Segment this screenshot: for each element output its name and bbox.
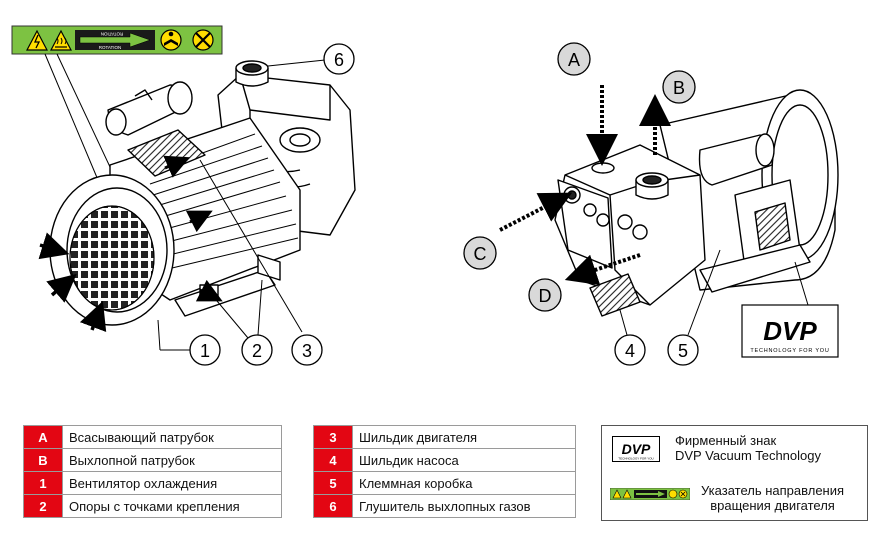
svg-text:B: B [673, 78, 685, 98]
legend-key: B [23, 448, 63, 472]
pump-diagram: ROTATION ROTATION [11, 25, 839, 366]
legend-table-left: A Всасывающий патрубок B Выхлопной патру… [23, 425, 282, 518]
svg-text:C: C [474, 244, 487, 264]
no-tools-icon [192, 29, 214, 51]
svg-text:6: 6 [334, 50, 344, 70]
dvp-mini-logo-tagline: TECHNOLOGY FOR YOU [618, 457, 653, 461]
legend-text: Шильдик двигателя [352, 425, 576, 449]
legend-text: Клеммная коробка [352, 471, 576, 495]
brand-caption-line2: DVP Vacuum Technology [675, 448, 821, 463]
callout-circles: 1 2 3 4 5 6 A B C D [189, 42, 699, 366]
legend-row: 6 Глушитель выхлопных газов [313, 494, 576, 518]
legend-key: 4 [313, 448, 353, 472]
legend-key: 2 [23, 494, 63, 518]
dvp-logo-mark: DVP [763, 316, 817, 346]
pump-left-view [49, 60, 356, 326]
fan-airflow-arrows [38, 232, 107, 333]
dvp-logo: DVP TECHNOLOGY FOR YOU [741, 304, 839, 358]
dvp-mini-logo-mark: DVP [622, 441, 651, 457]
callout-A: A [557, 42, 591, 76]
legend-key: 5 [313, 471, 353, 495]
legend-text: Глушитель выхлопных газов [352, 494, 576, 518]
callout-1: 1 [189, 334, 221, 366]
dvp-mini-logo: DVP TECHNOLOGY FOR YOU [612, 436, 660, 462]
rotation-caption: Указатель направления вращения двигателя [701, 483, 844, 513]
legend-row: A Всасывающий патрубок [23, 425, 282, 449]
legend-text: Шильдик насоса [352, 448, 576, 472]
svg-text:A: A [568, 50, 580, 70]
legend-text: Опоры с точками крепления [62, 494, 282, 518]
rotation-warning-label: ROTATION ROTATION [11, 25, 223, 55]
callout-D: D [528, 278, 562, 312]
svg-text:3: 3 [302, 341, 312, 361]
legend-key: 3 [313, 425, 353, 449]
rotation-caption-line2: вращения двигателя [710, 498, 835, 513]
dvp-logo-tagline: TECHNOLOGY FOR YOU [750, 348, 829, 354]
left-leader-lines [157, 59, 326, 351]
brand-caption: Фирменный знак DVP Vacuum Technology [675, 433, 821, 463]
svg-text:D: D [539, 286, 552, 306]
legend-row: 4 Шильдик насоса [313, 448, 576, 472]
right-leader-lines [619, 249, 809, 336]
read-manual-icon [160, 29, 182, 51]
callout-6: 6 [323, 43, 355, 75]
callout-2: 2 [241, 334, 273, 366]
legend-row: 3 Шильдик двигателя [313, 425, 576, 449]
rotation-label-mini [610, 488, 690, 500]
electric-hazard-icon [26, 29, 48, 51]
legend-text: Всасывающий патрубок [62, 425, 282, 449]
svg-text:2: 2 [252, 341, 262, 361]
svg-text:5: 5 [678, 341, 688, 361]
legend-row: B Выхлопной патрубок [23, 448, 282, 472]
legend-table-middle: 3 Шильдик двигателя 4 Шильдик насоса 5 К… [313, 425, 576, 518]
hot-surface-icon [50, 29, 72, 51]
svg-text:1: 1 [200, 341, 210, 361]
rotation-text-bottom: ROTATION [99, 45, 122, 50]
svg-text:4: 4 [625, 341, 635, 361]
brand-caption-line1: Фирменный знак [675, 433, 777, 448]
legend-box-right: DVP TECHNOLOGY FOR YOU Фирменный знак DV… [601, 425, 868, 521]
legend-text: Вентилятор охлаждения [62, 471, 282, 495]
callout-4: 4 [614, 334, 646, 366]
pump-right-view [554, 89, 839, 317]
legend-row: 1 Вентилятор охлаждения [23, 471, 282, 495]
callout-C: C [463, 236, 497, 270]
rotation-caption-line1: Указатель направления [701, 483, 845, 498]
callout-3: 3 [291, 334, 323, 366]
legend-row: 2 Опоры с точками крепления [23, 494, 282, 518]
callout-B: B [662, 70, 696, 104]
label-leader-lines [44, 53, 119, 185]
rotation-arrow-icon: ROTATION ROTATION [75, 30, 155, 50]
legend-text: Выхлопной патрубок [62, 448, 282, 472]
legend-row: 5 Клеммная коробка [313, 471, 576, 495]
port-flow-arrows [499, 85, 671, 286]
callout-5: 5 [667, 334, 699, 366]
legend-key: 6 [313, 494, 353, 518]
rotation-text-top: ROTATION [101, 32, 124, 37]
legend-key: A [23, 425, 63, 449]
legend-key: 1 [23, 471, 63, 495]
